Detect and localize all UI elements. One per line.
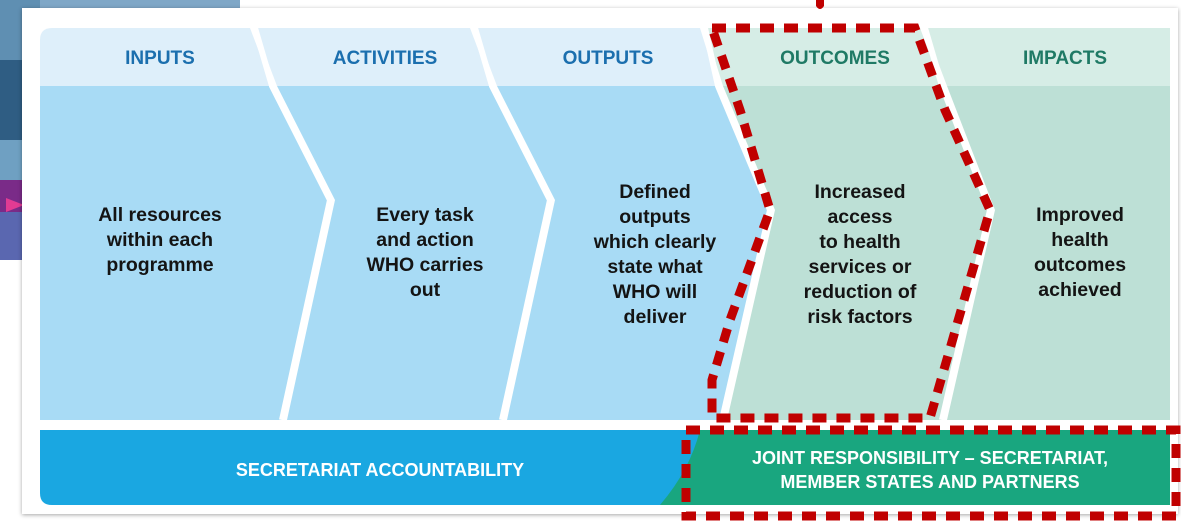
stage-title-outcomes: OUTCOMES: [780, 48, 890, 69]
stage-body-inputs: All resources within each programme: [98, 203, 222, 276]
outputs-header-shape: [475, 28, 718, 86]
activities-header-shape: [255, 28, 492, 86]
activities-body-shape: [277, 86, 550, 420]
outcomes-header-shape: [705, 28, 942, 86]
stage-title-impacts: IMPACTS: [1022, 48, 1108, 69]
stage-title-outputs: OUTPUTS: [562, 48, 654, 69]
pointer-arrow: [816, 0, 824, 9]
stage-body-outcomes: Increased access to health services or r…: [803, 181, 917, 328]
impacts-body-shape: [947, 86, 1170, 420]
outcomes-highlight: [705, 23, 995, 423]
stage-title-activities: ACTIVITIES: [332, 48, 438, 69]
stage-body-outputs: Defined outputs which clearly state what…: [593, 181, 717, 328]
stage-body-impacts: Improved health outcomes achieved: [1033, 204, 1127, 301]
impacts-header-shape: [925, 28, 1170, 86]
inputs-header-shape: [40, 28, 272, 86]
outcomes-body-shape: [723, 86, 990, 420]
secretariat-accountability-label: SECRETARIAT ACCOUNTABILITY: [235, 460, 525, 480]
joint-responsibility-highlight: [681, 425, 1181, 521]
joint-responsibility-bar: [660, 430, 1170, 505]
inputs-body-shape: [40, 86, 330, 420]
outputs-body-shape: [497, 86, 770, 420]
stage-body-activities: Every task and action WHO carries out: [366, 204, 484, 301]
secretariat-bar: [40, 430, 730, 505]
joint-responsibility-label: JOINT RESPONSIBILITY – SECRETARIAT, MEMB…: [751, 448, 1109, 492]
stage-title-inputs: INPUTS: [125, 48, 195, 69]
